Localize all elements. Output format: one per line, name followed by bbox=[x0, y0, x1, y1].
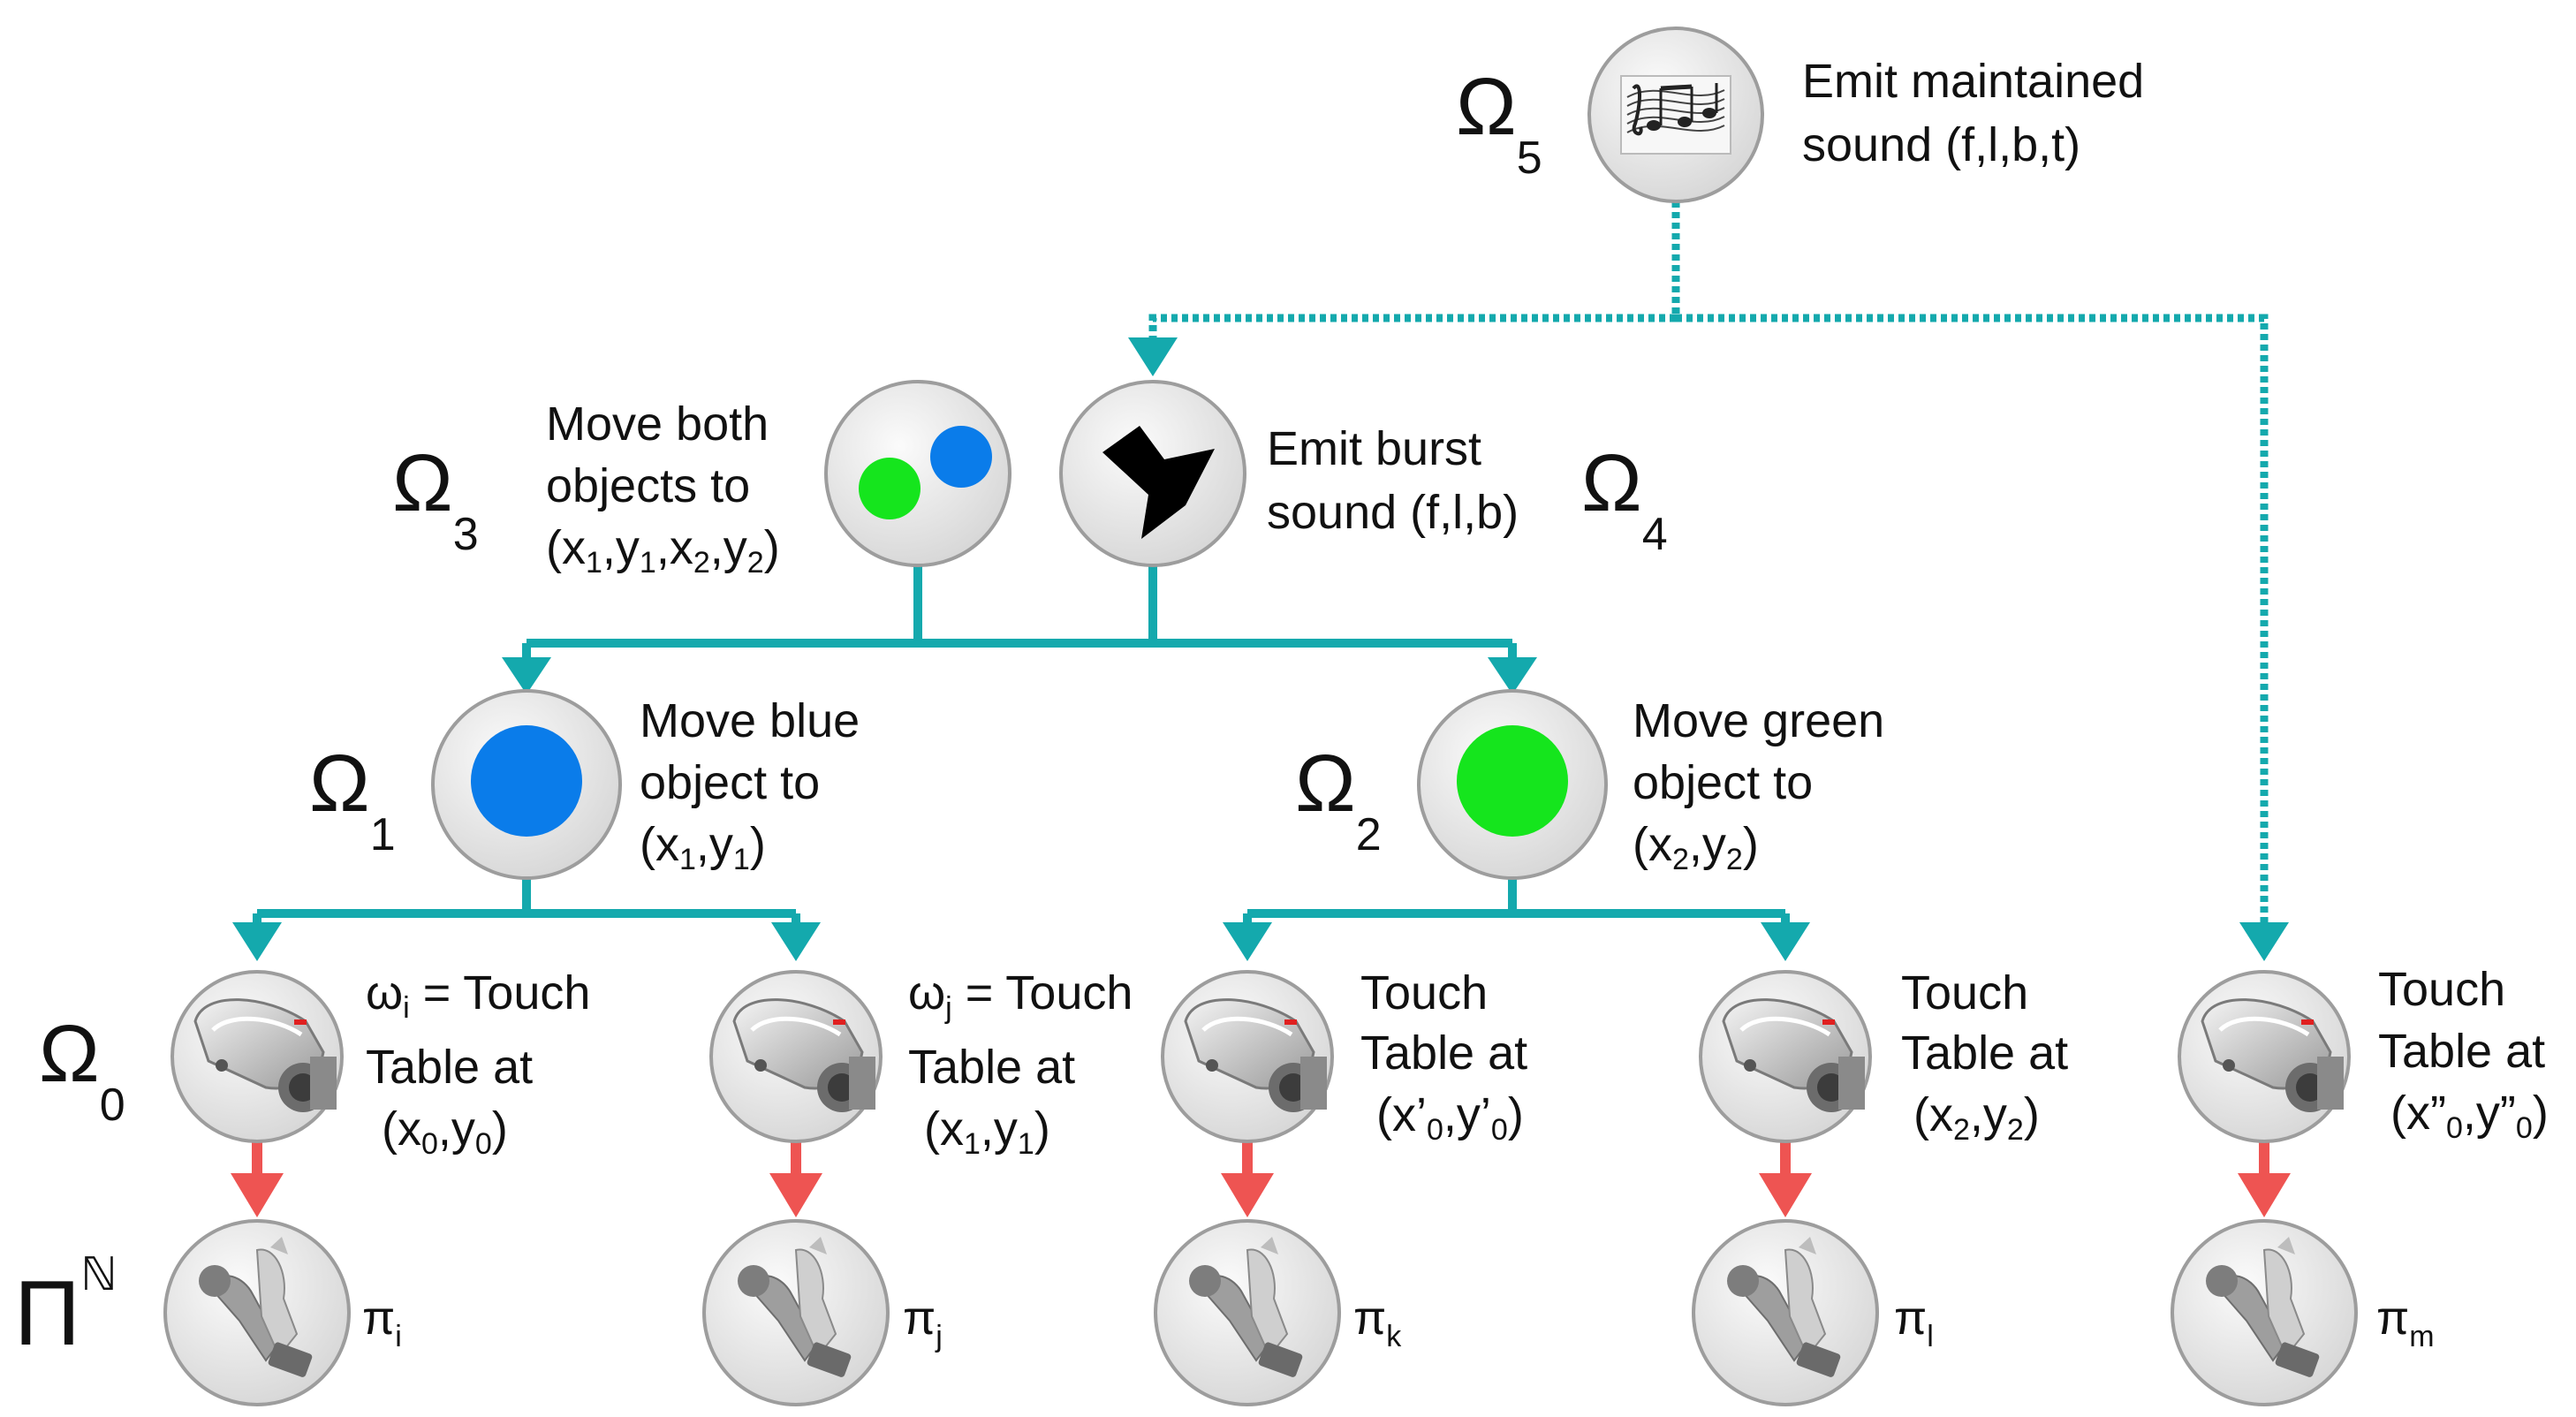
primitive-label-k: πk bbox=[1353, 1292, 1402, 1353]
node-omega1-move-blue bbox=[431, 689, 622, 880]
arrow-head bbox=[1759, 1173, 1812, 1217]
level-label-omega0: Ω0 bbox=[39, 1009, 125, 1131]
primitive-node-m bbox=[2171, 1219, 2358, 1406]
primitive-label-m: πm bbox=[2376, 1292, 2435, 1353]
primitive-node-i bbox=[163, 1219, 351, 1406]
level-label-pi: Πℕ bbox=[14, 1249, 117, 1365]
level-label-omega1: Ω1 bbox=[309, 739, 396, 860]
primitive-label-l: πl bbox=[1894, 1292, 1934, 1353]
level-label-omega4: Ω4 bbox=[1581, 438, 1668, 560]
node-label-sound-burst: Emit burst sound (f,l,b) bbox=[1267, 422, 1519, 539]
node-label-move-green: Move green object to (x2,y2) bbox=[1633, 694, 1898, 876]
arrow-head bbox=[1128, 337, 1178, 376]
arrow-head bbox=[771, 922, 821, 961]
arrow-head bbox=[502, 657, 551, 694]
node-label-touch-l: Touch Table at (x2,y2) bbox=[1901, 966, 2081, 1147]
node-label-sound-maintained: Emit maintained sound (f,l,b,t) bbox=[1802, 55, 2157, 171]
primitive-label-j: πj bbox=[903, 1292, 943, 1353]
music-notes-icon bbox=[1621, 76, 1731, 154]
dotted-connector-omega5 bbox=[1148, 201, 2269, 924]
node-label-touch-i: ωi = Touch Table at (x0,y0) bbox=[366, 966, 603, 1161]
arrow-head bbox=[1221, 1173, 1274, 1217]
node-omega5-sound-maintained bbox=[1587, 27, 1764, 203]
arrow-head bbox=[1488, 657, 1537, 694]
blue-ball-icon bbox=[471, 725, 582, 837]
arrow-head bbox=[1761, 922, 1810, 961]
node-label-move-blue: Move blue object to (x1,y1) bbox=[640, 694, 873, 876]
node-label-touch-j: ωj = Touch Table at (x1,y1) bbox=[908, 966, 1146, 1161]
level-label-omega2: Ω2 bbox=[1295, 739, 1382, 860]
primitive-label-i: πi bbox=[362, 1292, 402, 1353]
node-touch-i bbox=[170, 970, 344, 1143]
primitive-node-k bbox=[1154, 1219, 1341, 1406]
node-omega2-move-green bbox=[1417, 689, 1608, 880]
primitive-node-j bbox=[702, 1219, 890, 1406]
burst-star-icon bbox=[1102, 426, 1215, 539]
arrow-head bbox=[769, 1173, 822, 1217]
arrow-head bbox=[2239, 922, 2289, 961]
node-touch-l bbox=[1699, 970, 1872, 1143]
node-label-move-both: Move both objects to (x1,y1,x2,y2) bbox=[546, 398, 782, 580]
node-omega3-move-both bbox=[824, 380, 1011, 567]
arrow-head bbox=[1223, 922, 1272, 961]
node-label-touch-m: Touch Table at (x”0,y”0) bbox=[2378, 963, 2558, 1145]
connectors bbox=[231, 201, 2291, 1217]
arrow-head bbox=[231, 1173, 284, 1217]
node-touch-m bbox=[2178, 970, 2351, 1143]
two-balls-icon bbox=[859, 426, 992, 519]
node-touch-j bbox=[709, 970, 883, 1143]
arrow-head bbox=[232, 922, 282, 961]
level-label-omega3: Ω3 bbox=[392, 438, 479, 560]
primitive-node-l bbox=[1692, 1219, 1879, 1406]
node-touch-k bbox=[1161, 970, 1334, 1143]
arrow-head bbox=[2238, 1173, 2291, 1217]
node-omega4-sound-burst bbox=[1059, 380, 1246, 567]
node-label-touch-k: Touch Table at (x’0,y’0) bbox=[1360, 966, 1541, 1147]
green-ball-icon bbox=[1457, 725, 1568, 837]
level-label-omega5: Ω5 bbox=[1456, 62, 1542, 184]
